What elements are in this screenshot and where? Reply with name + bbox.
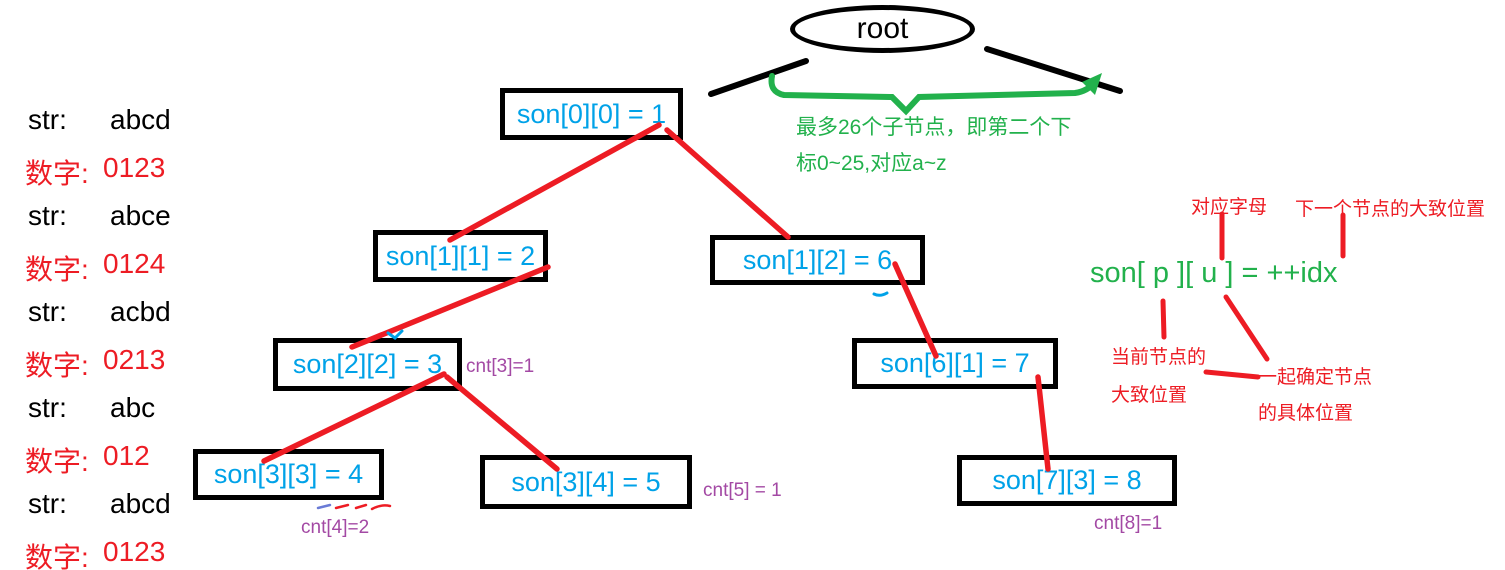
str-value: acbd (110, 296, 171, 327)
digits-label: 数字: (25, 350, 89, 381)
digits-value: 0123 (103, 536, 166, 567)
str-label: str: (28, 392, 67, 423)
blue-residual-marks (386, 291, 889, 340)
root-node-label: root (856, 12, 909, 45)
digits-label: 数字: (25, 158, 89, 189)
cnt-label-8: cnt[8]=1 (1094, 513, 1163, 534)
str-value: abcd (110, 104, 171, 135)
str-value: abcd (110, 488, 171, 519)
digits-label: 数字: (25, 254, 89, 285)
note-corresponding-letter: 对应字母 (1191, 197, 1268, 218)
str-value: abc (110, 392, 156, 423)
cnt-label-3: cnt[3]=1 (466, 356, 535, 377)
note-together-line2: 的具体位置 (1258, 403, 1354, 424)
digits-label: 数字: (25, 542, 89, 570)
str-label: str: (28, 104, 67, 135)
trie-node-son-3-4: son[3][4] = 5 (480, 455, 692, 509)
trie-node-son-1-2: son[1][2] = 6 (710, 235, 925, 285)
brace-arrowhead (1082, 73, 1102, 95)
note-current-node-line2: 大致位置 (1111, 385, 1188, 406)
trie-node-son-7-3: son[7][3] = 8 (957, 455, 1177, 506)
digits-value: 0123 (103, 152, 166, 183)
str-label: str: (28, 296, 67, 327)
str-label: str: (28, 200, 67, 231)
note-current-node-line1: 当前节点的 (1111, 347, 1207, 368)
digits-label: 数字: (25, 446, 89, 477)
note-together-line1: 一起确定节点 (1258, 367, 1373, 388)
erased-scribble-marks (316, 503, 392, 511)
trie-node-son-2-2: son[2][2] = 3 (273, 338, 462, 391)
root-node: root (790, 5, 975, 53)
digits-value: 0124 (103, 248, 166, 279)
digits-value: 012 (103, 440, 150, 471)
trie-node-son-3-3: son[3][3] = 4 (193, 449, 384, 500)
root-branch-lines (708, 46, 1123, 97)
brace-note-line1: 最多26个子节点，即第二个下 (796, 116, 1072, 139)
trie-node-son-0-0: son[0][0] = 1 (500, 88, 683, 140)
trie-formula: son[ p ][ u ] = ++idx (1090, 257, 1338, 289)
trie-node-son-6-1: son[6][1] = 7 (852, 338, 1058, 389)
note-next-node-position: 下一个节点的大致位置 (1295, 199, 1486, 220)
digits-value: 0213 (103, 344, 166, 375)
cnt-label-4: cnt[4]=2 (301, 517, 370, 538)
str-value: abce (110, 200, 171, 231)
cnt-label-5: cnt[5] = 1 (703, 480, 782, 501)
brace-note-line2: 标0~25,对应a~z (796, 152, 947, 175)
str-label: str: (28, 488, 67, 519)
trie-node-son-1-1: son[1][1] = 2 (373, 230, 548, 282)
children-range-brace (768, 73, 1102, 116)
